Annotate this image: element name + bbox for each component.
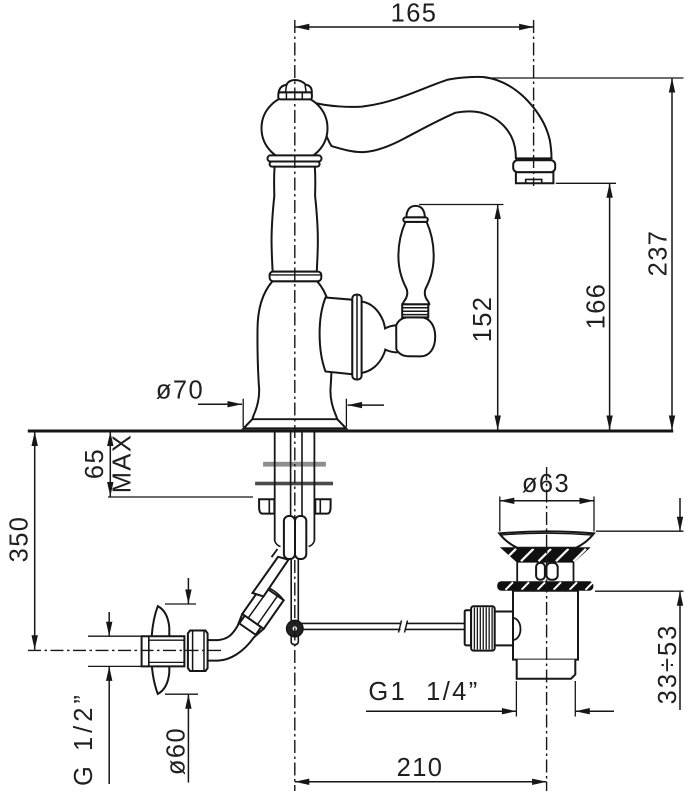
svg-text:350: 350 (6, 516, 34, 563)
svg-text:210: 210 (397, 754, 444, 782)
svg-text:ø60: ø60 (163, 727, 191, 775)
svg-text:ø70: ø70 (156, 377, 204, 405)
svg-text:33÷53: 33÷53 (654, 624, 682, 705)
svg-text:ø63: ø63 (522, 470, 570, 498)
svg-text:237: 237 (645, 230, 673, 277)
svg-text:G1 1/4”: G1 1/4” (368, 678, 479, 706)
svg-text:MAX: MAX (108, 434, 136, 493)
svg-text:G 1/2”: G 1/2” (70, 691, 98, 786)
svg-text:166: 166 (583, 283, 611, 330)
svg-text:165: 165 (391, 0, 438, 28)
svg-text:65: 65 (81, 448, 109, 479)
svg-text:152: 152 (469, 296, 497, 343)
